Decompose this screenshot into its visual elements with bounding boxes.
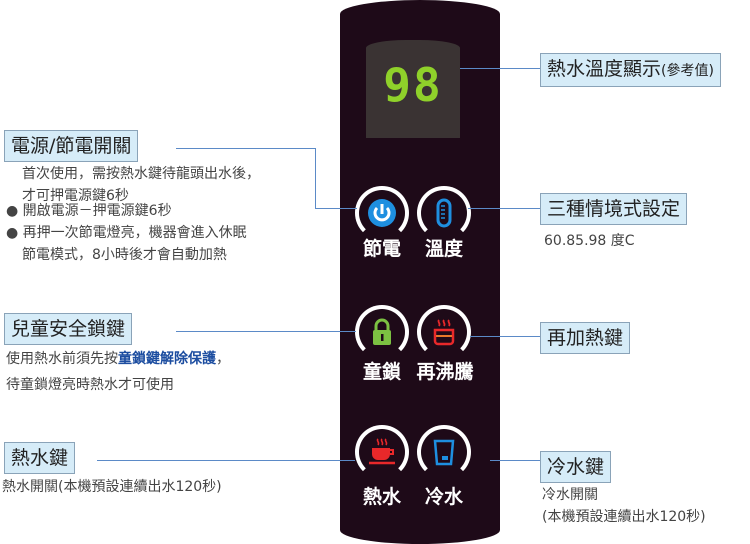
reboil-button[interactable] xyxy=(417,305,471,359)
reheat-title: 再加熱鍵 xyxy=(540,322,631,354)
power-bullet-cont: 節電模式，8小時後才會自動加熱 xyxy=(22,247,227,263)
lock-icon xyxy=(373,318,391,345)
connector-line xyxy=(468,208,540,209)
hot-water-title: 熱水鍵 xyxy=(4,442,76,474)
cold-cup-icon xyxy=(433,439,455,466)
display-title: 熱水溫度顯示(參考值) xyxy=(540,53,721,87)
power-save-button[interactable] xyxy=(355,186,409,240)
display-title-text: 熱水溫度顯示 xyxy=(547,58,662,80)
connector-line xyxy=(315,148,316,209)
boil-pot-icon xyxy=(433,319,455,346)
power-icon xyxy=(368,199,396,227)
cold-water-button[interactable] xyxy=(417,425,471,479)
cold-desc-line: (本機預設連續出水120秒) xyxy=(542,509,706,525)
connector-line xyxy=(176,331,356,332)
hot-cup-icon xyxy=(369,438,395,465)
connector-line xyxy=(460,68,540,69)
temperature-value: 98 xyxy=(383,58,443,112)
lock-desc-comma: ， xyxy=(216,351,230,367)
power-bullet: 再押一次節電燈亮，機器會進入休眠 xyxy=(22,225,247,241)
child-lock-title: 兒童安全鎖鍵 xyxy=(4,313,133,345)
modes-title: 三種情境式設定 xyxy=(540,193,688,225)
connector-line xyxy=(176,148,316,149)
child-lock-label: 童鎖 xyxy=(362,361,401,383)
hot-water-label: 熱水 xyxy=(362,486,401,508)
connector-line xyxy=(470,336,540,337)
connector-line xyxy=(97,460,355,461)
temperature-label: 溫度 xyxy=(424,238,463,260)
display-note: (參考值) xyxy=(661,63,714,79)
lock-desc-text: 使用熱水前須先按 xyxy=(6,351,118,367)
connector-line xyxy=(490,460,540,461)
cold-desc-line: 冷水開關 xyxy=(542,487,598,503)
temperature-button[interactable] xyxy=(417,186,471,240)
power-bullet: 開啟電源－押電源鍵6秒 xyxy=(22,203,172,219)
power-bullets: ● 開啟電源－押電源鍵6秒 ● 再押一次節電燈亮，機器會進入休眠 節電模式，8小… xyxy=(6,200,247,266)
child-lock-desc: 使用熱水前須先按童鎖鍵解除保護， 待童鎖燈亮時熱水才可使用 xyxy=(6,346,230,398)
cold-water-label: 冷水 xyxy=(424,486,463,508)
temperature-display: 98 xyxy=(366,40,460,138)
reboil-label: 再沸騰 xyxy=(416,361,474,383)
hot-water-desc: 熱水開關(本機預設連續出水120秒) xyxy=(2,479,222,495)
lock-desc-line2: 待童鎖燈亮時熱水才可使用 xyxy=(6,377,174,393)
power-title: 電源/節電開關 xyxy=(4,130,139,162)
modes-desc: 60.85.98 度C xyxy=(544,233,635,249)
connector-line xyxy=(315,208,357,209)
thermometer-icon xyxy=(436,198,452,228)
power-desc-line: 首次使用，需按熱水鍵待龍頭出水後， xyxy=(22,166,260,182)
child-lock-button[interactable] xyxy=(355,305,409,359)
power-desc-line: 才可押電源鍵6秒 xyxy=(22,188,129,204)
power-desc: 首次使用，需按熱水鍵待龍頭出水後， 才可押電源鍵6秒 xyxy=(22,163,260,207)
cold-water-desc: 冷水開關 (本機預設連續出水120秒) xyxy=(542,484,706,528)
hot-water-button[interactable] xyxy=(355,425,409,479)
power-save-label: 節電 xyxy=(362,238,401,260)
lock-desc-highlight: 童鎖鍵解除保護 xyxy=(118,351,216,367)
cold-water-title: 冷水鍵 xyxy=(540,451,612,483)
